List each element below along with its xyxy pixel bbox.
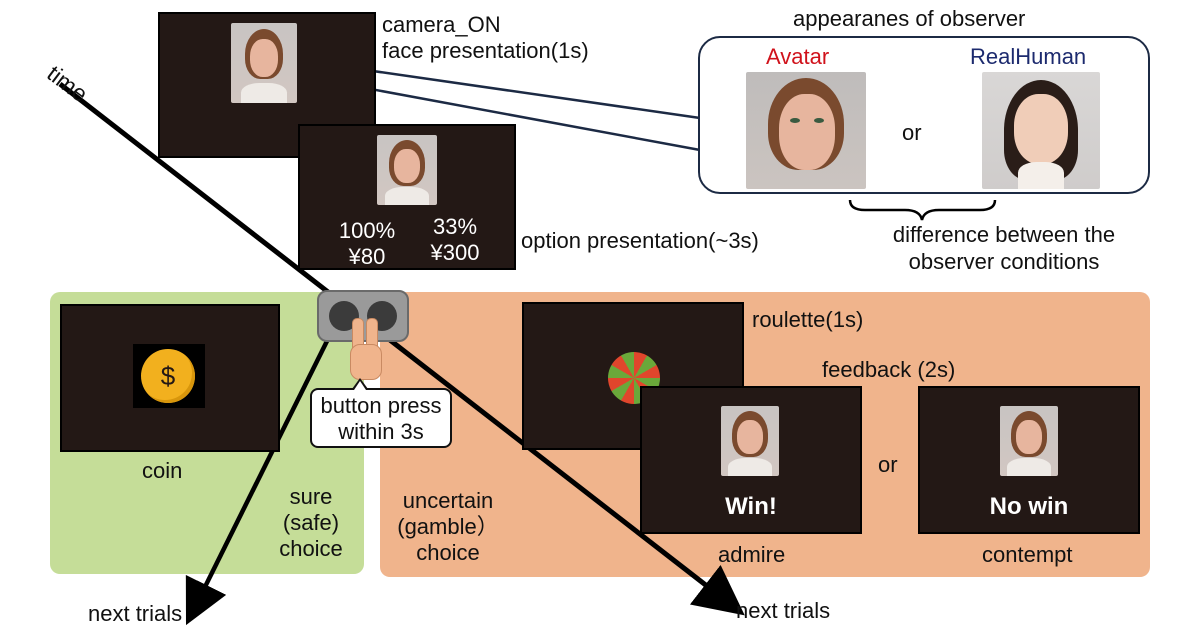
coin-screen: $ — [60, 304, 280, 452]
coin-icon — [141, 349, 195, 403]
difference-label-line2: observer conditions — [908, 249, 1100, 274]
avatar-face — [377, 135, 437, 205]
button-press-callout — [310, 388, 452, 448]
coin-icon-box: $ — [133, 344, 205, 408]
option-presentation-screen: 100% ¥80 33% ¥300 — [298, 124, 516, 270]
contempt-label: contempt — [982, 542, 1073, 567]
appearances-title: appearanes of observer — [793, 6, 1026, 31]
difference-brace — [848, 199, 997, 221]
connector-line-top — [344, 65, 701, 120]
or-label-feedback: or — [878, 452, 898, 477]
option-left-probability: 100% — [338, 218, 396, 243]
no-win-text: No win — [989, 493, 1069, 520]
uncertain-choice-line3: choice — [416, 540, 480, 565]
feedback-label: feedback (2s) — [822, 357, 956, 382]
admire-label: admire — [718, 542, 786, 567]
win-text: Win! — [725, 493, 777, 520]
uncertain-choice-line1: uncertain — [402, 488, 494, 513]
avatar-label: Avatar — [766, 44, 830, 69]
camera-on-label: camera_ON — [382, 12, 501, 37]
roulette-label: roulette(1s) — [752, 307, 864, 332]
avatar-face — [721, 406, 779, 476]
win-feedback-screen: Win! — [640, 386, 862, 534]
avatar-face — [1000, 406, 1058, 476]
uncertain-choice-line2: (gamble） — [397, 514, 499, 539]
next-trials-right-label: next trials — [736, 598, 831, 623]
callout-pointer-inner — [354, 381, 366, 390]
sure-branch-line — [185, 333, 333, 626]
hand-icon — [350, 318, 382, 380]
real-human-image — [982, 72, 1100, 189]
connector-line-bottom — [321, 78, 701, 152]
next-trials-left-label: next trials — [88, 601, 183, 626]
option-left-amount: ¥80 — [348, 244, 386, 269]
avatar-face — [231, 23, 297, 103]
button-press-line2: within 3s — [338, 419, 424, 444]
option-right-amount: ¥300 — [430, 240, 480, 265]
no-win-feedback-screen: No win — [918, 386, 1140, 534]
sure-choice-line3: choice — [279, 536, 343, 561]
face-presentation-label: face presentation(1s) — [382, 38, 589, 63]
difference-label-line1: difference between the — [892, 222, 1116, 247]
sure-choice-line1: sure — [289, 484, 333, 509]
coin-label: coin — [142, 458, 183, 483]
button-press-line1: button press — [320, 393, 442, 418]
time-axis-line — [58, 82, 745, 616]
sure-choice-line2: (safe) — [282, 510, 340, 535]
option-right-probability: 33% — [432, 214, 478, 239]
coin-dollar-symbol: $ — [160, 361, 176, 391]
avatar-image — [746, 72, 866, 189]
option-presentation-label: option presentation(~3s) — [521, 228, 759, 253]
or-label-observer: or — [902, 120, 922, 145]
real-human-label: RealHuman — [970, 44, 1087, 69]
button-box — [317, 290, 409, 342]
